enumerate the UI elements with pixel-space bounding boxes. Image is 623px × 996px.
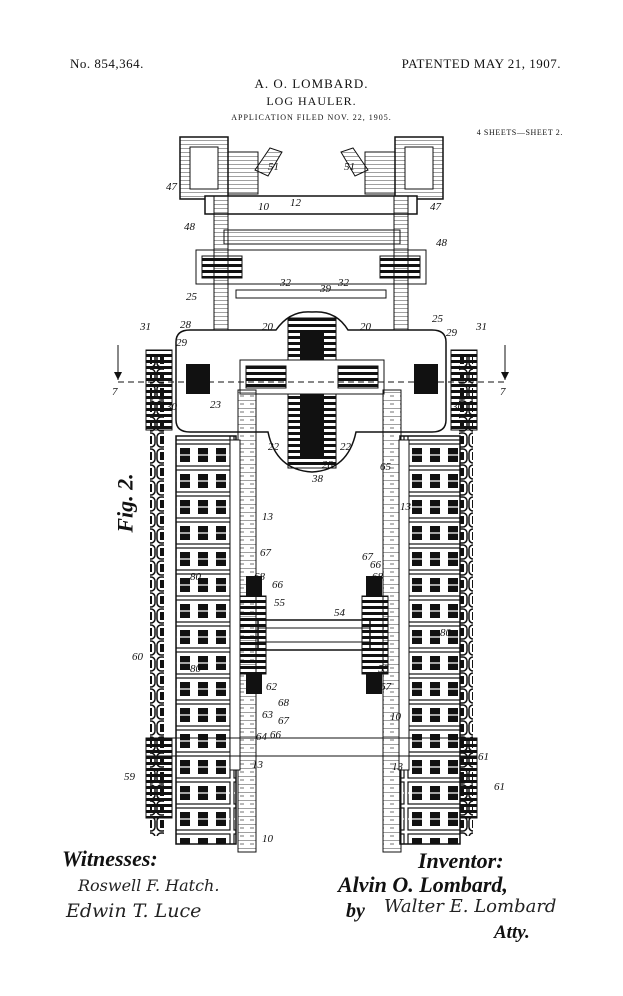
reference-numeral: 20 bbox=[360, 321, 372, 333]
witness-signature-1: Roswell F. Hatch. bbox=[78, 876, 220, 895]
inventor-name: Alvin O. Lombard, bbox=[338, 872, 508, 897]
witness-signature-2: Edwin T. Luce bbox=[66, 900, 202, 922]
reference-numeral: 80 bbox=[190, 571, 202, 583]
reference-numeral: 66 bbox=[272, 579, 284, 591]
reference-numeral: 47 bbox=[430, 201, 442, 213]
steering-levers bbox=[254, 147, 369, 177]
reference-numeral: 54 bbox=[334, 607, 346, 619]
reference-numeral: 67 bbox=[260, 547, 272, 559]
front-right-box bbox=[364, 136, 444, 200]
reference-numeral: 13 bbox=[252, 759, 264, 771]
reference-numeral: 10 bbox=[390, 711, 402, 723]
reference-numeral: 67 bbox=[278, 715, 290, 727]
reference-numeral: 25 bbox=[432, 313, 444, 325]
rear-axle bbox=[239, 576, 389, 694]
patented-date: PATENTED MAY 21, 1907. bbox=[401, 56, 561, 71]
gear-housing bbox=[175, 311, 447, 473]
application-filed: APPLICATION FILED NOV. 22, 1905. bbox=[231, 113, 392, 122]
reference-numeral: 55 bbox=[274, 597, 286, 609]
reference-numeral: 67 bbox=[362, 551, 374, 563]
reference-numeral: 68 bbox=[372, 571, 384, 583]
reference-numeral: 65 bbox=[380, 461, 392, 473]
reference-numeral: 61 bbox=[478, 751, 489, 763]
inventor-title: Inventor: bbox=[418, 848, 504, 873]
attorney-signature: Walter E. Lombard bbox=[384, 896, 557, 917]
reference-numeral: 60 bbox=[132, 651, 144, 663]
reference-numeral: 68 bbox=[254, 571, 266, 583]
reference-numeral: 22 bbox=[340, 441, 352, 453]
reference-numeral: 13 bbox=[392, 761, 404, 773]
invention-title: LOG HAULER. bbox=[266, 94, 357, 108]
front-frame bbox=[195, 195, 427, 347]
reference-numeral: 62 bbox=[266, 681, 278, 693]
rear-crossbar bbox=[145, 737, 478, 757]
reference-numeral: 13 bbox=[400, 501, 412, 513]
by-label: by bbox=[346, 900, 365, 922]
reference-numeral: 68 bbox=[278, 697, 290, 709]
reference-numeral: 22 bbox=[268, 441, 280, 453]
reference-numeral: 59 bbox=[124, 771, 136, 783]
front-left-box bbox=[179, 136, 259, 200]
reference-numeral: 61 bbox=[494, 781, 505, 793]
reference-numeral: 53 bbox=[378, 663, 390, 675]
section-marks bbox=[114, 345, 509, 383]
atty-label: Atty. bbox=[494, 922, 530, 943]
witnesses-title: Witnesses: bbox=[62, 846, 158, 871]
reference-numeral: 63 bbox=[262, 709, 274, 721]
reference-numeral: 51 bbox=[268, 161, 279, 173]
reference-numeral: 30 bbox=[165, 401, 178, 413]
reference-numeral: 32 bbox=[279, 277, 292, 289]
reference-numeral: 51 bbox=[344, 161, 355, 173]
reference-numeral: 30 bbox=[451, 401, 464, 413]
left-track bbox=[175, 435, 237, 845]
section-mark-left: 7 bbox=[112, 386, 118, 398]
reference-numeral: 29 bbox=[446, 327, 458, 339]
patent-number: No. 854,364. bbox=[70, 56, 144, 71]
reference-numeral: 66 bbox=[370, 559, 382, 571]
inventor-heading: A. O. LOMBARD. bbox=[254, 76, 369, 91]
reference-numeral: 47 bbox=[166, 181, 178, 193]
right-track bbox=[399, 435, 461, 845]
figure-label: Fig. 2. bbox=[112, 473, 138, 533]
reference-numeral: 29 bbox=[176, 337, 188, 349]
reference-numeral: 13 bbox=[262, 511, 274, 523]
reference-numeral: 23 bbox=[210, 399, 222, 411]
reference-numeral: 10 bbox=[258, 201, 270, 213]
reference-numeral: 20 bbox=[262, 321, 274, 333]
reference-numeral: 80 bbox=[190, 663, 202, 675]
right-drive-chain bbox=[459, 356, 473, 836]
reference-numeral: 31 bbox=[475, 321, 487, 333]
reference-numeral: 12 bbox=[290, 197, 302, 209]
reference-numeral: 67 bbox=[380, 681, 392, 693]
reference-numeral: 25 bbox=[186, 291, 198, 303]
reference-numeral: 31 bbox=[139, 321, 151, 333]
reference-numeral: 28 bbox=[180, 319, 192, 331]
left-drive-chain bbox=[150, 356, 164, 836]
reference-numeral: 38 bbox=[311, 473, 324, 485]
reference-numeral: 48 bbox=[436, 237, 448, 249]
reference-numeral: 80 bbox=[440, 627, 452, 639]
section-mark-right: 7 bbox=[500, 386, 506, 398]
reference-numeral: 32 bbox=[337, 277, 350, 289]
reference-numeral: 39 bbox=[319, 283, 332, 295]
reference-numeral: 48 bbox=[184, 221, 196, 233]
reference-numeral: 64 bbox=[256, 731, 268, 743]
reference-numeral: 28 bbox=[322, 459, 334, 471]
reference-numeral: 10 bbox=[262, 833, 274, 845]
sheet-count: 4 SHEETS—SHEET 2. bbox=[476, 128, 563, 137]
reference-numeral: 66 bbox=[270, 729, 282, 741]
